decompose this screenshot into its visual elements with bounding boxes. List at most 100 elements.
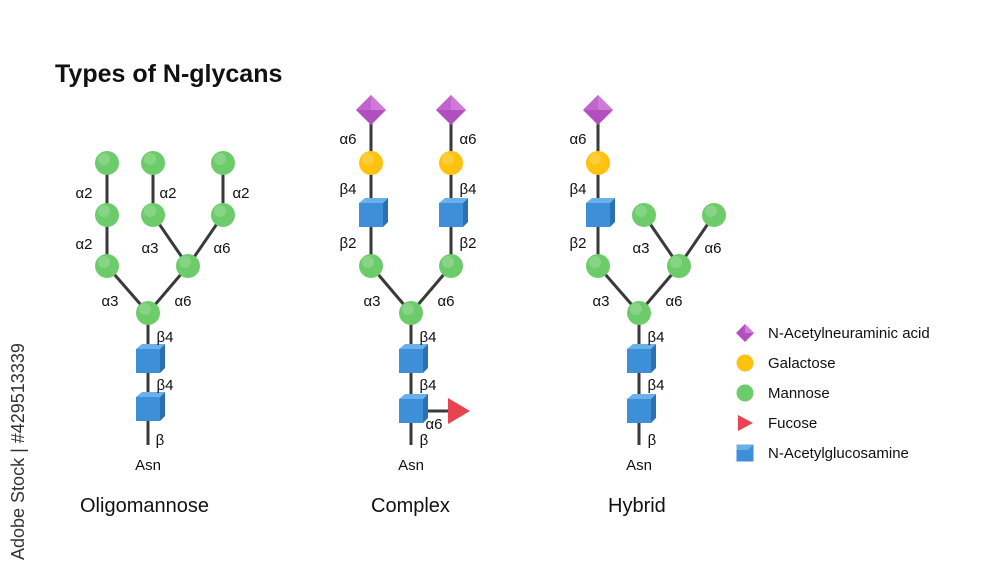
legend-item-fucose: Fucose: [736, 412, 817, 434]
bond-label: α6: [425, 416, 442, 433]
legend-label: Fucose: [768, 414, 818, 432]
glcnac-top-face: [359, 198, 388, 203]
highlight: [442, 153, 454, 165]
bond-label: α3: [592, 293, 609, 310]
bond-label: β4: [340, 181, 357, 198]
bond-label: β4: [420, 377, 437, 394]
neuac-node: [583, 95, 613, 125]
mannose-node: [586, 254, 610, 278]
mannose-circle: [439, 254, 463, 278]
glcnac-side-face: [383, 198, 388, 227]
glcnac-square: [359, 203, 383, 227]
circle-icon: [736, 354, 754, 372]
glcnac-node: [359, 198, 388, 227]
glcnac-top-face: [136, 392, 165, 397]
bond-label: β4: [157, 329, 174, 346]
bond-label: α3: [363, 293, 380, 310]
bond-label: β4: [648, 377, 665, 394]
highlight: [139, 303, 151, 315]
bond-label: α6: [437, 293, 454, 310]
bond-label: α2: [232, 185, 249, 202]
bond-label: α6: [459, 131, 476, 148]
glcnac-top-face: [439, 198, 468, 203]
mannose-node: [211, 203, 235, 227]
glcnac-node: [136, 392, 165, 421]
legend-item-glcnac: N-Acetylglucosamine: [736, 442, 909, 464]
triangle-icon: [738, 415, 753, 431]
highlight: [670, 256, 682, 268]
bond-label: α3: [141, 240, 158, 257]
bond-label: β2: [340, 235, 357, 252]
highlight: [214, 153, 226, 165]
caption-oligomannose: Oligomannose: [80, 495, 209, 517]
mannose-node: [95, 151, 119, 175]
neuac-node: [436, 95, 466, 125]
legend-item-neuac: N-Acetylneuraminic acid: [736, 322, 930, 344]
asn-label: Asn: [398, 457, 424, 474]
mannose-circle: [667, 254, 691, 278]
bond-label: β4: [460, 181, 477, 198]
mannose-circle: [399, 301, 423, 325]
mannose-circle: [95, 151, 119, 175]
caption-complex: Complex: [371, 495, 450, 517]
asn-label: Asn: [626, 457, 652, 474]
galactose-circle: [586, 151, 610, 175]
glcnac-top-face: [627, 394, 656, 399]
legend-label: Mannose: [768, 384, 830, 402]
bond-label: α3: [632, 240, 649, 257]
caption-hybrid: Hybrid: [608, 495, 666, 517]
highlight: [589, 256, 601, 268]
highlight: [98, 205, 110, 217]
diamond-icon: [736, 324, 754, 342]
highlight: [635, 205, 647, 217]
highlight: [98, 256, 110, 268]
bond-label: β4: [570, 181, 587, 198]
glcnac-square: [399, 399, 423, 423]
mannose-node: [399, 301, 423, 325]
glcnac-node: [627, 344, 656, 373]
bond-label: β4: [157, 377, 174, 394]
glcnac-node: [136, 344, 165, 373]
bond-label: β2: [460, 235, 477, 252]
legend-label: N-Acetylneuraminic acid: [768, 324, 930, 342]
glcnac-side-face: [423, 394, 428, 423]
bond-label: β: [420, 432, 429, 449]
mannose-circle: [702, 203, 726, 227]
bond-label: β: [156, 432, 165, 449]
galactose-node: [439, 151, 463, 175]
highlight: [214, 205, 226, 217]
square-icon: [736, 444, 754, 462]
mannose-node: [211, 151, 235, 175]
mannose-circle: [176, 254, 200, 278]
glcnac-node: [399, 344, 428, 373]
neuac-facet: [356, 95, 371, 110]
neuac-facet: [583, 95, 598, 110]
legend-item-galactose: Galactose: [736, 352, 836, 374]
fucose-triangle: [448, 398, 470, 424]
glcnac-square: [136, 397, 160, 421]
mannose-circle: [95, 254, 119, 278]
highlight: [362, 153, 374, 165]
glcnac-top-face: [399, 394, 428, 399]
galactose-circle: [359, 151, 383, 175]
highlight: [179, 256, 191, 268]
mannose-node: [632, 203, 656, 227]
mannose-node: [95, 203, 119, 227]
mannose-node: [667, 254, 691, 278]
neuac-facet: [451, 95, 466, 110]
circle-icon: [736, 384, 754, 402]
mannose-node: [359, 254, 383, 278]
mannose-circle: [95, 203, 119, 227]
glcnac-node: [586, 198, 615, 227]
mannose-circle: [586, 254, 610, 278]
galactose-circle: [439, 151, 463, 175]
highlight: [144, 153, 156, 165]
mannose-node: [439, 254, 463, 278]
highlight: [144, 205, 156, 217]
glcnac-node: [399, 394, 428, 423]
mannose-node: [141, 203, 165, 227]
legend-label: N-Acetylglucosamine: [768, 444, 909, 462]
